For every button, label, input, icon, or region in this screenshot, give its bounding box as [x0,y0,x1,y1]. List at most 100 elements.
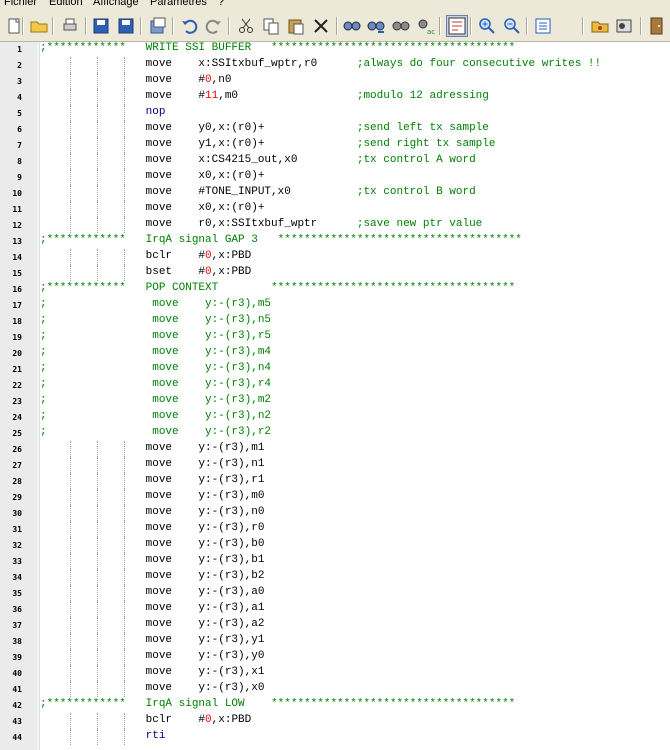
code-line[interactable]: 31 move y:-(r3),r0 [0,521,670,537]
code-text: ; move y:-(r3),r2 [40,426,272,438]
code-line[interactable]: 14 bclr #0,x:PBD [0,249,670,265]
code-line[interactable]: 44 rti [0,729,670,745]
indent-guide [124,201,125,217]
code-line[interactable]: 3 move #0,n0 [0,73,670,89]
code-line[interactable]: 22; move y:-(r3),r4 [0,377,670,393]
indent-guide [124,649,125,665]
code-line[interactable]: 34 move y:-(r3),b2 [0,569,670,585]
line-number: 29 [12,493,22,502]
indent-guide [97,89,98,105]
code-line[interactable]: 4 move #11,m0 ;modulo 12 adressing [0,89,670,105]
code-line[interactable]: 30 move y:-(r3),n0 [0,505,670,521]
code-line[interactable]: 20; move y:-(r3),m4 [0,345,670,361]
code-line[interactable]: 10 move #TONE_INPUT,x0 ;tx control B wor… [0,185,670,201]
code-line[interactable]: 37 move y:-(r3),a2 [0,617,670,633]
undo-icon[interactable] [179,16,199,36]
line-number: 40 [12,669,22,678]
code-line[interactable]: 32 move y:-(r3),b0 [0,537,670,553]
line-number: 16 [12,285,22,294]
code-line[interactable]: 11 move x0,x:(r0)+ [0,201,670,217]
code-line[interactable]: 8 move x:CS4215_out,x0 ;tx control A wor… [0,153,670,169]
code-text: nop [145,106,166,118]
wrap-icon[interactable] [446,15,468,37]
list-icon[interactable] [533,16,553,36]
zoom-in-icon[interactable] [477,16,497,36]
code-line[interactable]: 33 move y:-(r3),b1 [0,553,670,569]
find-prev-icon[interactable] [391,16,411,36]
redo-icon[interactable] [204,16,224,36]
indent-guide [124,89,125,105]
code-line[interactable]: 7 move y1,x:(r0)+ ;send right tx sample [0,137,670,153]
indent-guides [0,73,670,89]
find-icon[interactable] [342,16,362,36]
save-all-icon[interactable] [116,16,136,36]
code-text: move y:-(r3),x0 [40,682,265,694]
code-line[interactable]: 29 move y:-(r3),m0 [0,489,670,505]
code-line[interactable]: 43 bclr #0,x:PBD [0,713,670,729]
code-line[interactable]: 25; move y:-(r3),r2 [0,425,670,441]
paste-icon[interactable] [286,16,306,36]
indent-guide [97,473,98,489]
line-number: 44 [12,733,22,742]
code-line[interactable]: 42;************ IrqA signal LOW ********… [0,697,670,713]
indent-guide [70,457,71,473]
code-line[interactable]: 27 move y:-(r3),n1 [0,457,670,473]
indent-guide [97,713,98,729]
indent-guide [70,137,71,153]
indent-guide [124,441,125,457]
line-number: 43 [12,717,22,726]
code-line[interactable]: 26 move y:-(r3),m1 [0,441,670,457]
code-line[interactable]: 16;************ POP CONTEXT ************… [0,281,670,297]
line-number: 33 [12,557,22,566]
code-line[interactable]: 2 move x:SSItxbuf_wptr,r0 ;always do fou… [0,57,670,73]
new-icon[interactable] [4,16,24,36]
code-line[interactable]: 9 move x0,x:(r0)+ [0,169,670,185]
code-line[interactable]: 35 move y:-(r3),a0 [0,585,670,601]
find-next-icon[interactable] [366,16,386,36]
code-text: move y1,x:(r0)+ ;send right tx sample [40,138,496,150]
menu-help[interactable]: ? [218,0,225,8]
run-icon[interactable] [614,16,634,36]
code-line[interactable]: 21; move y:-(r3),n4 [0,361,670,377]
menu-affichage[interactable]: Affichage [93,0,139,8]
code-line[interactable]: 15 bset #0,x:PBD [0,265,670,281]
folder-icon[interactable] [590,16,610,36]
code-line[interactable]: 17; move y:-(r3),m5 [0,297,670,313]
save-as-icon[interactable] [148,16,168,36]
code-editor[interactable]: 1;************ WRITE SSI BUFFER ********… [0,42,670,750]
code-line[interactable]: 24; move y:-(r3),n2 [0,409,670,425]
code-line[interactable]: 28 move y:-(r3),r1 [0,473,670,489]
code-line[interactable]: 23; move y:-(r3),m2 [0,393,670,409]
cut-icon[interactable] [236,16,256,36]
delete-icon[interactable] [311,16,331,36]
replace-icon[interactable]: ac [416,16,436,36]
indent-guides [0,457,670,473]
line-number: 10 [12,189,22,198]
code-line[interactable]: 6 move y0,x:(r0)+ ;send left tx sample [0,121,670,137]
code-line[interactable]: 36 move y:-(r3),a1 [0,601,670,617]
indent-guides [0,89,670,105]
save-icon[interactable] [91,16,111,36]
code-text: ;************ IrqA signal GAP 3 ********… [40,234,522,246]
code-line[interactable]: 12 move r0,x:SSItxbuf_wptr ;save new ptr… [0,217,670,233]
menu-edition[interactable]: Edition [49,0,83,8]
code-line[interactable]: 38 move y:-(r3),y1 [0,633,670,649]
indent-guide [70,569,71,585]
menu-fichier[interactable]: Fichier [4,0,38,8]
exit-icon[interactable] [647,16,667,36]
zoom-out-icon[interactable] [502,16,522,36]
code-line[interactable]: 18; move y:-(r3),n5 [0,313,670,329]
indent-guide [70,649,71,665]
code-line[interactable]: 5 nop [0,105,670,121]
open-icon[interactable] [29,16,49,36]
copy-icon[interactable] [261,16,281,36]
code-line[interactable]: 41 move y:-(r3),x0 [0,681,670,697]
code-line[interactable]: 1;************ WRITE SSI BUFFER ********… [0,41,670,57]
indent-guides [0,633,670,649]
menu-parametres[interactable]: Parametres [150,0,207,8]
code-line[interactable]: 19; move y:-(r3),r5 [0,329,670,345]
print-icon[interactable] [60,16,80,36]
code-line[interactable]: 39 move y:-(r3),y0 [0,649,670,665]
code-line[interactable]: 40 move y:-(r3),x1 [0,665,670,681]
code-line[interactable]: 13;************ IrqA signal GAP 3 ******… [0,233,670,249]
